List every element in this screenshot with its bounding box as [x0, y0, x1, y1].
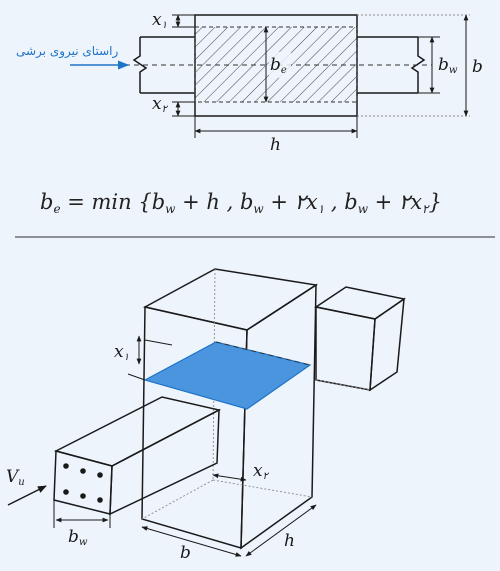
plan-be-label: be [270, 55, 287, 76]
iso-back-beam [314, 286, 406, 392]
plan-left-beam [132, 36, 195, 94]
shear-plane [143, 341, 312, 410]
rebar-dots [63, 463, 103, 503]
iso-b-label: b [180, 543, 191, 563]
plan-x2-label: x۲ [152, 94, 169, 115]
iso-b-dimension [141, 526, 242, 557]
iso-x2-label: x۲ [253, 461, 270, 482]
effective-width-formula: be = min {bw + h , bw + ۲x۱ , bw + ۲x۲} [15, 190, 495, 238]
iso-vu-label: Vu [6, 467, 25, 488]
vu-arrow [7, 485, 47, 506]
plan-h-label: h [270, 135, 281, 155]
plan-view: x۱ x۲ be bw b h راستای نیروی برشی [16, 10, 483, 155]
iso-h-dimension [245, 504, 317, 557]
svg-text:be = min {bw + h , bw + ۲x۱ ,: be = min {bw + h , bw + ۲x۱ , bw + ۲x۲} [40, 190, 442, 216]
iso-front-beam [53, 396, 222, 516]
plan-x1-label: x۱ [152, 10, 167, 31]
plan-right-beam [357, 36, 426, 94]
iso-x1-label: x۱ [114, 342, 129, 363]
plan-b-label: b [472, 57, 483, 77]
isometric-view: x۱ x۲ Vu bw b h [6, 268, 406, 563]
iso-h-label: h [284, 531, 295, 551]
iso-column [141, 268, 319, 550]
shear-direction-label: راستای نیروی برشی [16, 44, 118, 59]
iso-bw-label: bw [68, 527, 88, 548]
plan-bw-label: bw [438, 55, 458, 76]
iso-x2-dimension [212, 473, 247, 482]
